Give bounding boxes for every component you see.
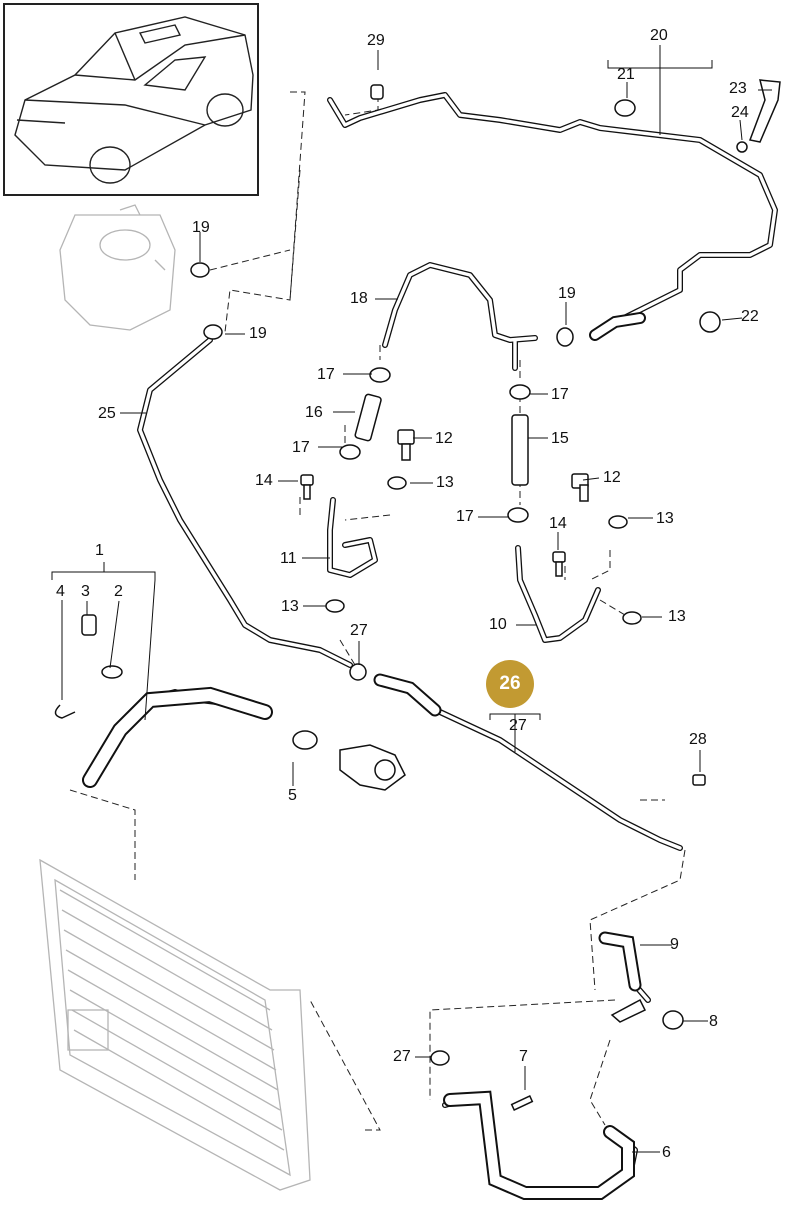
sleeve-15-icon	[511, 414, 529, 486]
bracket-23-icon	[748, 79, 781, 143]
callout-29: 29	[367, 32, 385, 49]
callout-12-right: 12	[603, 469, 621, 486]
clamp-17-icon	[509, 384, 531, 400]
callout-4: 4	[56, 583, 65, 600]
vehicle-thumbnail	[3, 3, 259, 196]
bolt-12-icon	[397, 429, 415, 445]
clamp-19-icon	[203, 324, 223, 340]
callout-17-top-right: 17	[551, 386, 569, 403]
bolt-14-shank	[303, 484, 311, 500]
callout-13-d: 13	[668, 608, 686, 625]
circlip-4-icon	[54, 704, 76, 719]
callout-28: 28	[689, 731, 707, 748]
bolt-7-icon	[510, 1095, 534, 1111]
callout-3: 3	[81, 583, 90, 600]
callout-27-lower: 27	[393, 1048, 411, 1065]
callout-16: 16	[305, 404, 323, 421]
callout-10: 10	[489, 616, 507, 633]
washer-24-icon	[736, 141, 748, 153]
clamp-17-icon	[369, 367, 391, 383]
radiator-outline	[39, 858, 311, 1191]
callout-15: 15	[551, 430, 569, 447]
callout-17-mid-left: 17	[292, 439, 310, 456]
clamp-17-icon	[507, 507, 529, 523]
callout-7: 7	[519, 1048, 528, 1065]
bolt-12-shank	[401, 443, 411, 461]
callout-27-upper: 27	[350, 622, 368, 639]
clamp-17-icon	[339, 444, 361, 460]
coolant-reservoir	[59, 204, 176, 331]
callout-13-c: 13	[281, 598, 299, 615]
callout-25: 25	[98, 405, 116, 422]
callout-23: 23	[729, 80, 747, 97]
washer-13-icon	[387, 476, 407, 490]
clamp-5-icon	[292, 730, 318, 750]
callout-18: 18	[350, 290, 368, 307]
callout-20: 20	[650, 27, 668, 44]
washer-13-icon	[608, 515, 628, 529]
sleeve-16-icon	[354, 393, 382, 442]
clamp-21-icon	[614, 99, 636, 117]
callout-1: 1	[95, 542, 104, 559]
clamp-27-icon	[349, 663, 367, 681]
bolt-28-icon	[692, 774, 706, 786]
callout-11: 11	[280, 550, 297, 567]
callout-24: 24	[731, 104, 749, 121]
small-parts	[54, 79, 781, 1111]
clamp-19-icon	[556, 327, 574, 347]
clamp-27-icon	[430, 1050, 450, 1066]
bolt-14-icon	[552, 551, 566, 563]
assembly-lines	[69, 91, 686, 1131]
callout-14-right: 14	[549, 515, 567, 532]
callout-17-lower-right: 17	[456, 508, 474, 525]
callout-21: 21	[617, 66, 635, 83]
callout-6: 6	[662, 1144, 671, 1161]
callout-8: 8	[709, 1013, 718, 1030]
bolt-14-icon	[300, 474, 314, 486]
callout-5: 5	[288, 787, 297, 804]
leader-lines	[51, 45, 772, 1153]
clamp-19-icon	[190, 262, 210, 278]
callout-2: 2	[114, 583, 123, 600]
suv-icon	[14, 16, 254, 184]
washer-13-icon	[325, 599, 345, 613]
o-ring-2-icon	[101, 665, 123, 679]
bracket-9-icon	[610, 998, 647, 1023]
thermostat-icon	[374, 759, 396, 781]
callout-13-a: 13	[436, 474, 454, 491]
sleeve-29-icon	[370, 84, 384, 100]
callout-22: 22	[741, 308, 759, 325]
bolt-14-shank	[555, 561, 563, 577]
callout-26-highlight: 26	[486, 660, 534, 708]
hoses	[82, 92, 778, 1198]
bolt-12-shank	[579, 484, 589, 502]
callout-19-tee: 19	[558, 285, 576, 302]
callout-9: 9	[670, 936, 679, 953]
callout-17-top-left: 17	[317, 366, 335, 383]
callout-19-pipe: 19	[249, 325, 267, 342]
callout-19-reservoir: 19	[192, 219, 210, 236]
callout-12-left: 12	[435, 430, 453, 447]
thick-hoses	[82, 312, 646, 1200]
clamp-8-icon	[662, 1010, 684, 1030]
sensor-3-icon	[81, 614, 97, 636]
washer-13-icon	[622, 611, 642, 625]
callout-13-b: 13	[656, 510, 674, 527]
callout-27-mid: 27	[509, 717, 527, 734]
clamp-22-icon	[699, 311, 721, 333]
callout-14-left: 14	[255, 472, 273, 489]
